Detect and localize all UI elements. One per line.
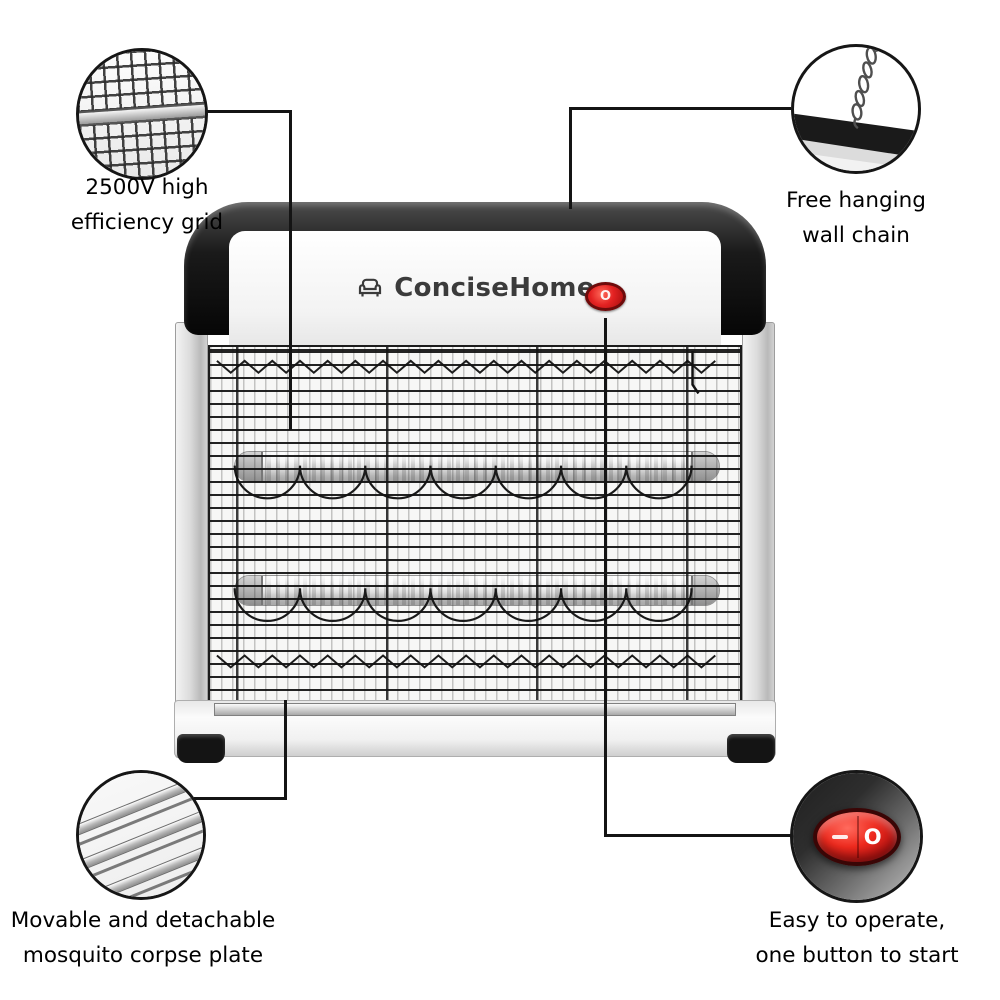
label-grid: 2500V high efficiency grid — [18, 170, 276, 240]
label-grid-line1: 2500V high — [85, 175, 209, 200]
callout-line-plate-vertical — [284, 700, 287, 800]
label-power-line2: one button to start — [755, 943, 959, 968]
callout-line-power-horizontal — [604, 834, 792, 837]
switch-on-mark — [832, 835, 849, 839]
switch-off-mark: O — [863, 825, 882, 849]
brand-name: ConciseHome — [394, 273, 595, 303]
callout-circle-chain — [791, 44, 921, 174]
label-plate: Movable and detachable mosquito corpse p… — [8, 903, 278, 973]
right-foot — [727, 734, 775, 763]
label-chain-line2: wall chain — [802, 223, 910, 248]
corpse-plate-closeup-icon — [79, 773, 203, 897]
electric-grid-cage — [208, 345, 742, 702]
callout-line-power-vertical — [604, 318, 607, 837]
callout-line-grid-horizontal — [206, 110, 292, 113]
power-button: O — [585, 282, 626, 311]
callout-circle-grid — [76, 48, 208, 180]
corpse-plate-tray — [214, 703, 736, 716]
power-off-symbol: O — [599, 289, 612, 304]
callout-line-grid-vertical — [289, 110, 292, 430]
label-chain-line1: Free hanging — [786, 188, 926, 213]
label-power-line1: Easy to operate, — [768, 908, 946, 933]
callout-line-chain-horizontal — [569, 107, 791, 110]
left-foot — [177, 734, 225, 763]
hanging-chain-icon — [794, 47, 918, 171]
left-side-rail — [175, 322, 208, 758]
label-plate-line1: Movable and detachable — [10, 908, 276, 933]
callout-circle-power: O — [790, 770, 923, 903]
right-side-rail — [742, 322, 775, 758]
callout-circle-plate — [76, 770, 206, 900]
label-power: Easy to operate, one button to start — [722, 903, 992, 973]
brand-logo: ConciseHome — [229, 268, 721, 308]
label-plate-line2: mosquito corpse plate — [22, 943, 264, 968]
couch-icon — [359, 278, 382, 297]
callout-line-chain-vertical — [569, 107, 572, 209]
callout-line-plate-horizontal — [194, 797, 287, 800]
label-grid-line2: efficiency grid — [70, 210, 224, 235]
top-panel — [229, 231, 721, 348]
rocker-switch-icon: O — [813, 808, 901, 866]
front-mesh-grid — [210, 347, 740, 700]
label-chain: Free hanging wall chain — [728, 183, 984, 253]
